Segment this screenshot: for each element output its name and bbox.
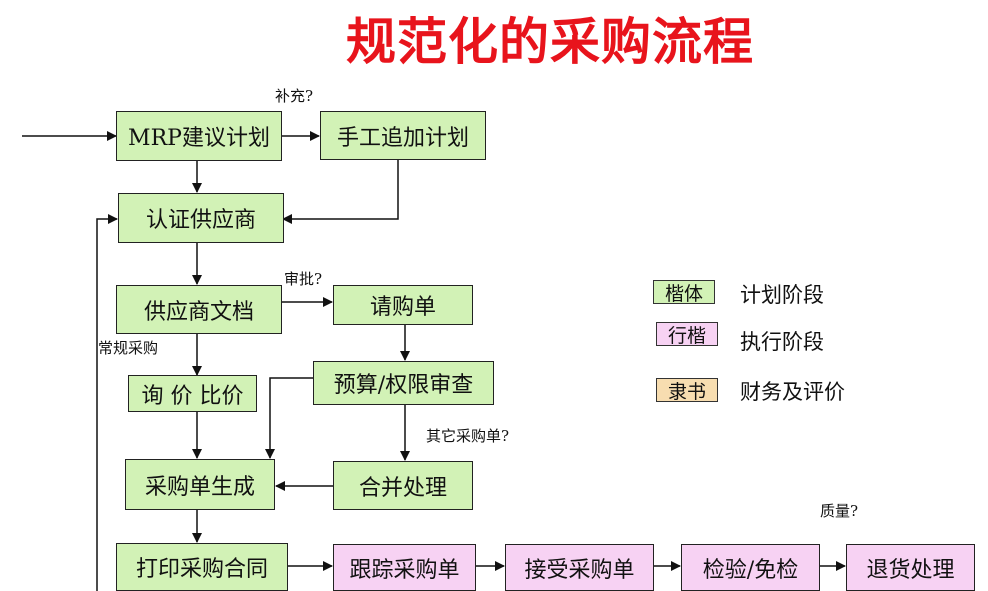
note-supplement: 补充? — [275, 87, 314, 105]
box-certify-supplier: 认证供应商 — [118, 193, 284, 243]
legend-label-exec: 执行阶段 — [740, 330, 824, 354]
arrow-regular-loop — [96, 214, 118, 591]
note-quality: 质量? — [820, 502, 859, 520]
box-merge: 合并处理 — [333, 461, 473, 510]
box-receive-order: 接受采购单 — [505, 544, 654, 591]
box-budget-review: 预算/权限审查 — [313, 361, 494, 405]
legend-label-plan: 计划阶段 — [740, 283, 824, 307]
box-inquiry: 询 价 比价 — [128, 375, 257, 412]
legend-swatch-plan: 楷体 — [653, 280, 715, 305]
box-supplier-docs: 供应商文档 — [116, 285, 282, 334]
page-title: 规范化的采购流程 — [346, 13, 754, 71]
box-generate-order: 采购单生成 — [125, 459, 275, 510]
legend-swatch-finance: 隶书 — [656, 378, 718, 403]
box-inspect: 检验/免检 — [681, 544, 820, 591]
legend-label-finance: 财务及评价 — [740, 380, 845, 404]
box-requisition: 请购单 — [333, 285, 473, 325]
note-approve: 审批? — [284, 270, 323, 288]
legend-swatch-exec: 行楷 — [656, 322, 718, 347]
box-manual-plan: 手工追加计划 — [320, 111, 486, 160]
note-regular-purchase: 常规采购 — [98, 339, 159, 357]
box-print-contract: 打印采购合同 — [116, 543, 288, 591]
box-track-order: 跟踪采购单 — [333, 544, 476, 591]
box-return: 退货处理 — [846, 544, 975, 591]
arrow-manual-certify — [282, 160, 399, 224]
arrow-budget-generate — [265, 377, 313, 459]
note-other-orders: 其它采购单? — [426, 427, 510, 445]
box-mrp-plan: MRP建议计划 — [116, 111, 282, 161]
